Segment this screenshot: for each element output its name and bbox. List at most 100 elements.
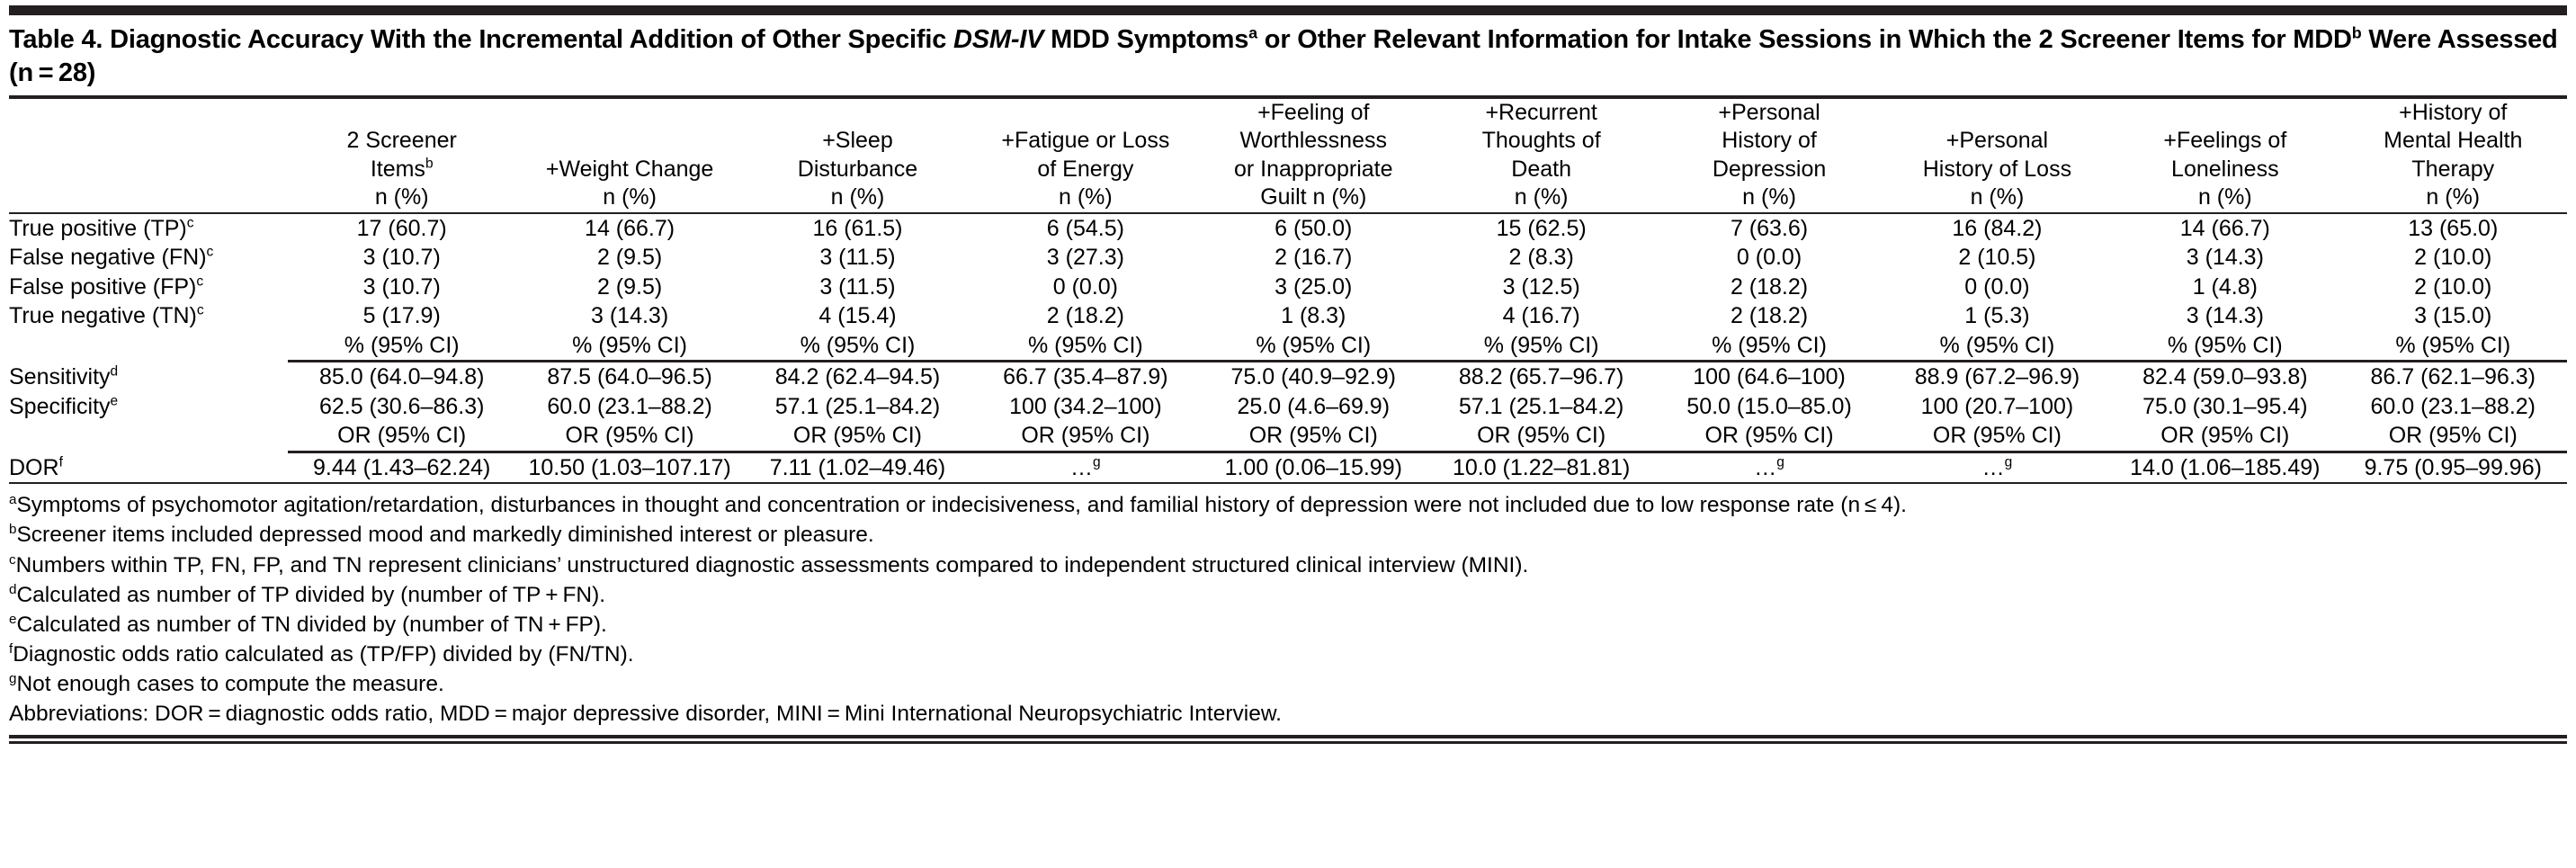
cell-spec-history-loss: 100 (20.7–100) xyxy=(1920,393,2074,419)
row-label-footnote-d: d xyxy=(110,363,119,380)
column-header-line1: +Personal xyxy=(1718,99,1820,125)
table-top-rule xyxy=(9,5,2567,15)
footnote-g: gNot enough cases to compute the measure… xyxy=(9,669,2567,699)
subhead-ci-screener: % (95% CI) xyxy=(288,330,516,363)
cell-spec-screener: 62.5 (30.6–86.3) xyxy=(318,393,485,419)
cell-spec-guilt: 25.0 (4.6–69.9) xyxy=(1237,393,1391,419)
footnote-text-e: Calculated as number of TN divided by (n… xyxy=(16,612,607,637)
subhead-ci-sleep: % (95% CI) xyxy=(743,330,972,363)
cell-spec-fatigue: 100 (34.2–100) xyxy=(1009,393,1162,419)
subhead-ci-weight: % (95% CI) xyxy=(515,330,744,363)
row-label-false-positive: False positive (FP)c xyxy=(9,273,288,302)
subhead-ci-loneliness: % (95% CI) xyxy=(2111,330,2339,363)
cell-fn-sleep: 3 (11.5) xyxy=(819,245,896,271)
cell-sens-history-loss: 88.9 (67.2–96.9) xyxy=(1914,364,2080,390)
column-header-line2: Itemsb xyxy=(288,156,515,184)
cell-sens-therapy: 86.7 (62.1–96.3) xyxy=(2370,364,2536,390)
cell-fn-screener: 3 (10.7) xyxy=(362,245,441,271)
column-header-personal-history-of-depression: +Personal History of Depression n (%) xyxy=(1655,99,1883,212)
footnote-marker-b: b xyxy=(9,522,17,538)
cell-dor-fatigue: …g xyxy=(971,452,1199,482)
subhead-ci-history-depression: % (95% CI) xyxy=(1655,330,1883,363)
footnote-text-g: Not enough cases to compute the measure. xyxy=(16,672,444,697)
cell-dor-weight: 10.50 (1.03–107.17) xyxy=(515,452,743,482)
cell-spec-weight: 60.0 (23.1–88.2) xyxy=(547,393,712,419)
cell-tp-sleep: 16 (61.5) xyxy=(812,215,903,241)
cell-value: 10.0 (1.22–81.81) xyxy=(1452,454,1631,480)
cell-tn-history-loss: 1 (5.3) xyxy=(1964,303,2030,329)
cell-sens-fatigue: 66.7 (35.4–87.9) xyxy=(1003,364,1168,390)
footnote-text-c: Numbers within TP, FN, FP, and TN repres… xyxy=(15,552,1529,577)
cell-dor-screener: 9.44 (1.43–62.24) xyxy=(288,452,515,482)
table-row: Specificitye 62.5 (30.6–86.3) 60.0 (23.1… xyxy=(9,392,2567,422)
table-row: Sensitivityd 85.0 (64.0–94.8) 87.5 (64.0… xyxy=(9,362,2567,392)
footnote-b: bScreener items included depressed mood … xyxy=(9,520,2567,550)
cell-spec-loneliness: 75.0 (30.1–95.4) xyxy=(2142,393,2308,419)
cell-sens-guilt: 75.0 (40.9–92.9) xyxy=(1230,364,1396,390)
cell-dor-history-loss: …g xyxy=(1883,452,2111,482)
footnote-text-f: Diagnostic odds ratio calculated as (TP/… xyxy=(13,642,634,667)
subhead-or-weight: OR (95% CI) xyxy=(515,421,744,453)
column-header-feelings-of-loneliness: +Feelings of Loneliness n (%) xyxy=(2111,99,2339,212)
table-title-prefix: Table 4. Diagnostic Accuracy With the In… xyxy=(9,25,954,54)
cell-spec-history-depression: 50.0 (15.0–85.0) xyxy=(1686,393,1852,419)
cell-fn-history-loss: 2 (10.5) xyxy=(1958,245,2036,271)
cell-fp-weight: 2 (9.5) xyxy=(596,273,663,300)
column-header-line2: Therapy xyxy=(2411,156,2495,182)
table-row: False negative (FN)c 3 (10.7) 2 (9.5) 3 … xyxy=(9,243,2567,273)
cell-sens-death: 88.2 (65.7–96.7) xyxy=(1458,364,1624,390)
column-header-line3: n (%) xyxy=(1970,184,2025,210)
row-label-footnote-c: c xyxy=(196,273,204,290)
row-label-footnote-e: e xyxy=(110,393,119,409)
cell-fp-loneliness: 1 (4.8) xyxy=(2192,273,2258,300)
cell-dor-history-depression: …g xyxy=(1655,452,1883,482)
cell-fp-therapy: 2 (10.0) xyxy=(2414,273,2492,300)
table-head: 2 Screener Itemsb n (%) +Weight Change n… xyxy=(9,99,2567,212)
cell-value: 9.75 (0.95–99.96) xyxy=(2364,454,2542,480)
row-label-text: True positive (TP) xyxy=(9,215,187,241)
cell-fn-therapy: 2 (10.0) xyxy=(2414,245,2492,271)
cell-fp-history-loss: 0 (0.0) xyxy=(1964,273,2030,300)
footnote-marker-d: d xyxy=(9,581,17,597)
cell-fn-history-depression: 0 (0.0) xyxy=(1736,245,1802,271)
subhead-blank xyxy=(9,421,288,452)
cell-sens-sleep: 84.2 (62.4–94.5) xyxy=(774,364,941,390)
table-row: DORf 9.44 (1.43–62.24) 10.50 (1.03–107.1… xyxy=(9,452,2567,482)
table-bottom-rule xyxy=(9,734,2567,744)
cell-sens-weight: 87.5 (64.0–96.5) xyxy=(547,364,712,390)
column-header-line2: Loneliness xyxy=(2171,156,2279,182)
column-header-line1b: Mental Health xyxy=(2384,128,2523,154)
diagnostic-accuracy-table: 2 Screener Itemsb n (%) +Weight Change n… xyxy=(9,99,2567,212)
row-label-text: False negative (FN) xyxy=(9,245,207,271)
cell-sens-loneliness: 82.4 (59.0–93.8) xyxy=(2142,364,2308,390)
cell-value: 9.44 (1.43–62.24) xyxy=(313,454,491,480)
column-header-line2-text: Items xyxy=(370,156,425,182)
subhead-or-fatigue: OR (95% CI) xyxy=(971,421,1200,453)
footnote-text-b: Screener items included depressed mood a… xyxy=(16,523,874,548)
cell-fp-fatigue: 0 (0.0) xyxy=(1052,273,1118,300)
column-header-history-of-mental-health-therapy: +History of Mental Health Therapy n (%) xyxy=(2339,99,2567,212)
column-header-line1: 2 Screener xyxy=(346,128,457,154)
cell-value: … xyxy=(1754,454,1777,480)
cell-fn-loneliness: 3 (14.3) xyxy=(2186,245,2264,271)
column-header-line1: +Feeling of xyxy=(1257,99,1370,125)
cell-footnote-marker: g xyxy=(1776,454,1784,470)
cell-value: 14.0 (1.06–185.49) xyxy=(2130,454,2321,480)
column-header-line1: +Fatigue or Loss xyxy=(1001,128,1170,154)
footnote-text-d: Calculated as number of TP divided by (n… xyxy=(16,582,606,607)
table-row: False positive (FP)c 3 (10.7) 2 (9.5) 3 … xyxy=(9,273,2567,302)
column-header-recurrent-thoughts-of-death: +Recurrent Thoughts of Death n (%) xyxy=(1427,99,1655,212)
table-title-suffix: Were Assessed (n = 28) xyxy=(9,25,2558,87)
subhead-or-history-loss: OR (95% CI) xyxy=(1883,421,2112,453)
footnote-c: cNumbers within TP, FN, FP, and TN repre… xyxy=(9,550,2567,580)
subhead-ci-guilt: % (95% CI) xyxy=(1199,330,1427,363)
column-header-line1: +Recurrent xyxy=(1485,99,1597,125)
column-header-footnote-b: b xyxy=(425,156,434,172)
table-title-mid: MDD Symptoms xyxy=(1043,25,1249,54)
cell-value: … xyxy=(1981,454,2005,480)
subhead-ci-death: % (95% CI) xyxy=(1427,330,1656,363)
column-header-personal-history-of-loss: +Personal History of Loss n (%) xyxy=(1883,99,2111,212)
subhead-or-therapy: OR (95% CI) xyxy=(2339,421,2567,453)
cell-dor-therapy: 9.75 (0.95–99.96) xyxy=(2339,452,2567,482)
column-header-line3: n (%) xyxy=(2426,184,2481,210)
